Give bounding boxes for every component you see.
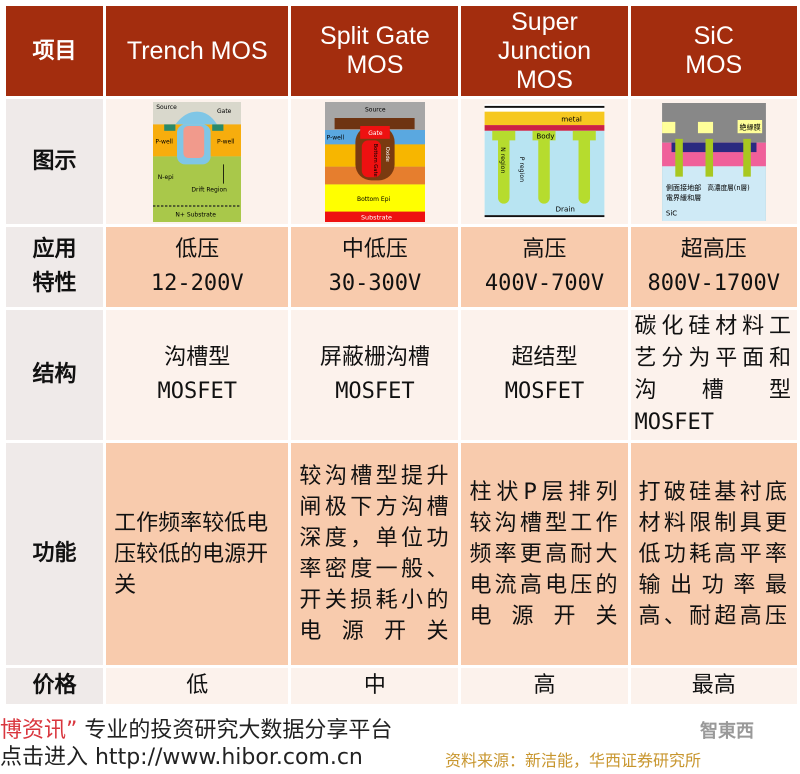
comparison-table: 项目 Trench MOS Split Gate MOS Super Junct… [3,3,800,707]
label-metal: metal [561,114,582,123]
struct-trench: 沟槽型 MOSFET [106,310,289,440]
price-sj: 高 [461,668,628,704]
header-row: 项目 Trench MOS Split Gate MOS Super Junct… [6,6,797,96]
super-junction-mos-diagram: metal Body N region P region Drain [484,104,605,219]
structure-device: MOSFET [504,379,585,404]
voltage-class: 中低压 [341,237,408,262]
label-sic: SiC [666,208,677,217]
structure-type: 超结型 [511,345,578,370]
price-sic: 最高 [630,668,797,704]
function-row: 功能 工作频率较低电压较低的电源开关 较沟槽型提升闸极下方沟槽深度，单位功率密度… [6,443,797,665]
label-pwell-right: P-well [217,138,235,145]
structure-device: MOSFET [335,379,415,404]
header-sic: SiC MOS [630,6,797,96]
structure-device: MOSFET [157,379,237,404]
sic-mos-diagram: 絶縁膜 側面接地部 電界緩和層 高濃度層(n層) SiC [661,102,766,221]
application-row: 应用特性 低压 12-200V 中低压 30-300V 高压 400V-700V 超高… [6,227,797,307]
label-gate: Gate [368,129,383,136]
watermark-line2[interactable]: 点击进入 http://www.hibor.com.cn [0,745,363,770]
sic-diagram: 絶縁膜 側面接地部 電界緩和層 高濃度層(n層) SiC [630,99,797,224]
app-sj: 高压 400V-700V [461,227,628,307]
label-nepi: N-epi [158,173,174,180]
header-item: 项目 [6,6,104,96]
structure-type: 屏蔽栅沟槽 [319,345,430,370]
split-gate-diagram: Source Gate P-well Bottom Gate Oxide Bot… [291,99,459,224]
label-pwell: P-well [327,134,345,141]
label-body: Body [536,132,555,141]
label-l3: 高濃度層(n層) [707,182,749,191]
struct-sic: 碳化硅材料工艺分为平面和沟槽型 MOSFET [630,310,797,440]
voltage-range: 12-200V [150,271,244,296]
label-insulator: 絶縁膜 [739,122,760,131]
header-split-gate: Split Gate MOS [291,6,459,96]
voltage-range: 800V-1700V [647,271,780,296]
label-gate: Gate [217,108,232,115]
label-substrate: N+ Substrate [176,211,217,218]
diagram-row: 图示 Source Gate P-well P-well N-epi Drift… [6,99,797,224]
trench-mos-diagram: Source Gate P-well P-well N-epi Drift Re… [153,101,242,222]
voltage-class: 高压 [522,237,567,262]
logo-watermark: 智東西 [700,721,754,742]
split-gate-mos-diagram: Source Gate P-well Bottom Gate Oxide Bot… [324,101,425,222]
watermark-slogan: 专业的投资研究大数据分享平台 [84,718,393,743]
trench-diagram: Source Gate P-well P-well N-epi Drift Re… [106,99,289,224]
label-l2: 電界緩和層 [666,193,701,202]
label-oxide: Oxide [384,146,390,161]
row-label-diagram: 图示 [6,99,104,224]
label-source: Source [365,106,386,113]
func-split: 较沟槽型提升闸极下方沟槽深度，单位功率密度一般、开关损耗小的电源开关 [291,443,459,665]
label-bottom-epi: Bottom Epi [357,196,391,203]
source-note: 资料来源：新洁能，华西证券研究所 [445,751,702,770]
app-trench: 低压 12-200V [106,227,289,307]
struct-split: 屏蔽栅沟槽 MOSFET [291,310,459,440]
structure-device: MOSFET [634,410,715,435]
label-drain: Drain [556,204,575,213]
label-n-region: N region [499,147,506,173]
row-label-function: 功能 [6,443,104,665]
row-label-application: 应用特性 [6,227,104,307]
structure-row: 结构 沟槽型 MOSFET 屏蔽栅沟槽 MOSFET 超结型 MOSFET 碳化硅材料… [6,310,797,440]
row-label-price: 价格 [6,668,104,704]
price-split: 中 [291,668,459,704]
super-junction-diagram: metal Body N region P region Drain [461,99,628,224]
label-bottom-gate: Bottom Gate [372,143,378,176]
app-split: 中低压 30-300V [291,227,459,307]
voltage-range: 400V-700V [484,271,605,296]
price-trench: 低 [106,668,289,704]
label-p-region: P region [518,157,525,182]
label-substrate: Substrate [361,213,392,221]
structure-type: 沟槽型 [164,345,231,370]
voltage-class: 超高压 [680,237,747,262]
header-super-junction: Super Junction MOS [461,6,628,96]
struct-sj: 超结型 MOSFET [461,310,628,440]
label-l1: 側面接地部 [666,182,701,191]
label-pwell: P-well [156,138,174,145]
voltage-class: 低压 [175,237,220,262]
func-trench: 工作频率较低电压较低的电源开关 [106,443,289,665]
app-sic: 超高压 800V-1700V [630,227,797,307]
watermark-line1: 博资讯” 专业的投资研究大数据分享平台 [0,718,392,744]
structure-type: 碳化硅材料工艺分为平面和沟槽型 [634,314,793,403]
watermark-brand: 博资讯” [0,718,78,743]
voltage-range: 30-300V [328,271,422,296]
func-sj: 柱状P层排列较沟槽型工作频率更高耐大电流高电压的电源开关 [461,443,628,665]
label-source: Source [156,104,177,111]
label-drift: Drift Region [192,186,228,193]
price-row: 价格 低 中 高 最高 [6,668,797,704]
func-sic: 打破硅基衬底材料限制具更低功耗高平率输出功率最高、耐超高压 [630,443,797,665]
row-label-structure: 结构 [6,310,104,440]
header-trench: Trench MOS [106,6,289,96]
